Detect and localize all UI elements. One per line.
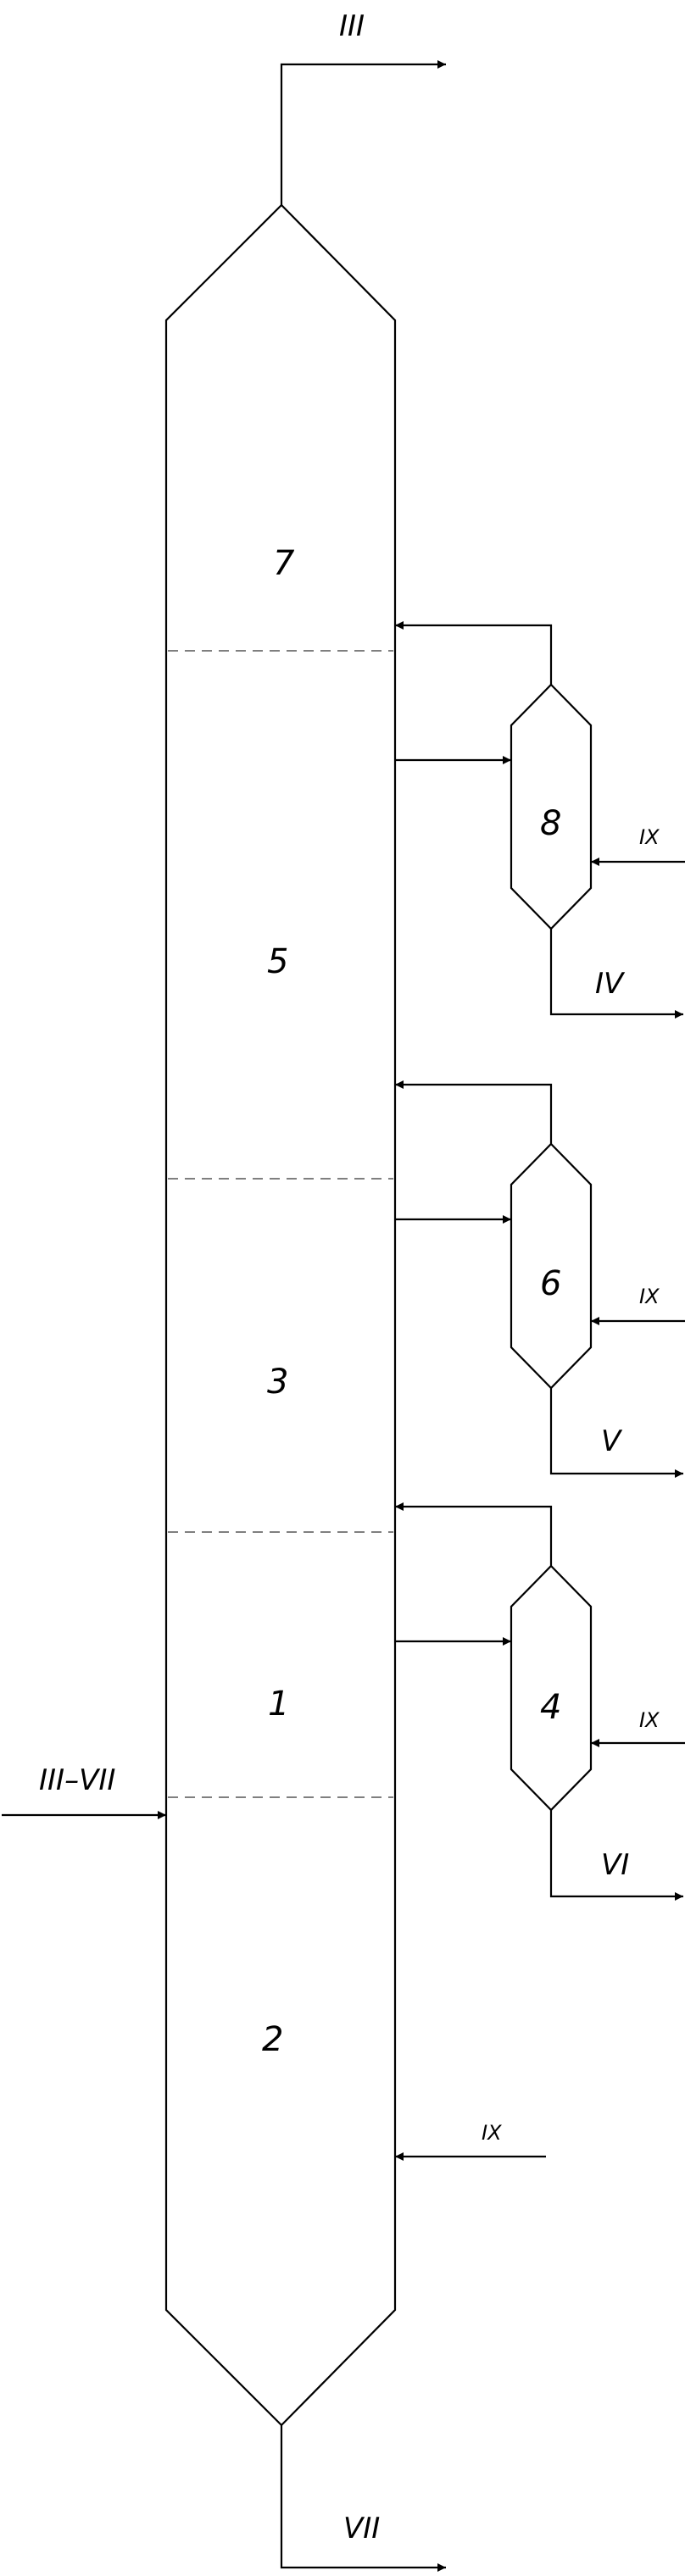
stripper-4-return-line (395, 1502, 553, 1566)
stripper-6: 6 IX V (395, 1080, 685, 1478)
main-column (164, 203, 397, 2427)
stripper-8-product-line (549, 929, 683, 1019)
stripper-4: 4 IX VI (395, 1502, 685, 1901)
stripper-6-product-label: V (601, 1424, 623, 1458)
stripper-8: 8 IX IV (395, 621, 685, 1019)
stripper-6-label: 6 (540, 1264, 561, 1303)
stripper-8-return-line (395, 621, 553, 685)
bottom-steam-label: IX (482, 2121, 502, 2145)
stripper-8-label: 8 (540, 804, 561, 843)
stripper-8-steam-label: IX (639, 825, 660, 849)
stripper-6-return-line (395, 1080, 553, 1144)
bottom-product-line (280, 2425, 446, 2572)
section-label-1: 1 (268, 1685, 289, 1724)
top-product-line (280, 60, 446, 205)
section-label-5: 5 (267, 942, 288, 981)
stripper-4-product-label: VI (601, 1848, 629, 1882)
feed-label: III–VII (39, 1763, 115, 1797)
stripper-4-product-line (549, 1810, 683, 1901)
stripper-8-product-label: IV (595, 967, 626, 1001)
section-label-3: 3 (267, 1363, 288, 1402)
stripper-4-steam-label: IX (639, 1708, 660, 1732)
stripper-4-label: 4 (540, 1688, 561, 1727)
stripper-6-steam-label: IX (639, 1285, 660, 1308)
stripper-6-product-line (549, 1388, 683, 1478)
top-product-label: III (339, 9, 365, 43)
bottom-product-label: VII (343, 2512, 380, 2545)
section-label-2: 2 (262, 2020, 283, 2059)
section-label-7: 7 (273, 544, 295, 583)
